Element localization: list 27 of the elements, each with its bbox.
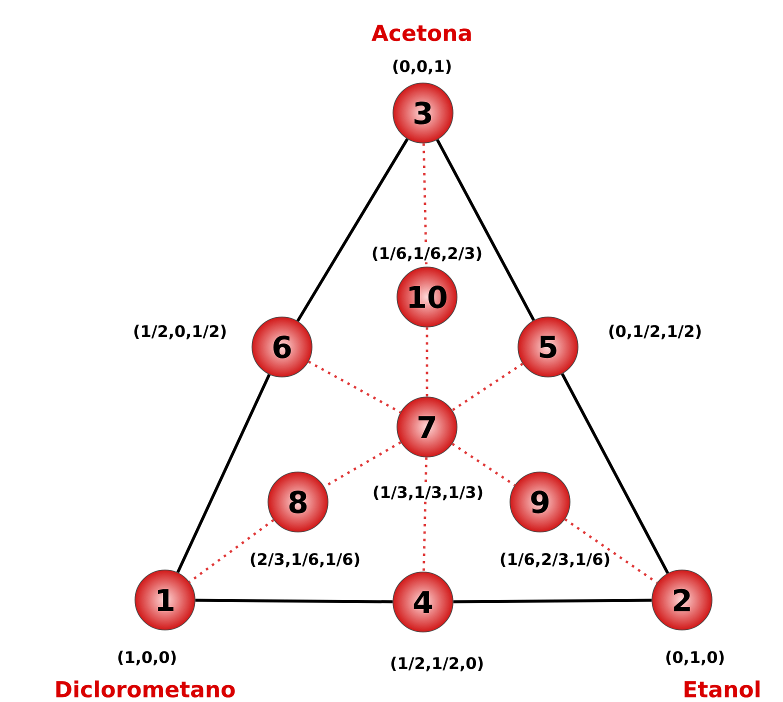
coordinate-label: (1/6,1/6,2/3) [370, 246, 484, 262]
dotted-line [452, 442, 516, 486]
coordinate-label: (2/3,1/6,1/6) [248, 552, 362, 568]
triangle-side [453, 598, 652, 604]
component-label: Diclorometano [56, 680, 235, 698]
component-label: Acetona [372, 24, 471, 42]
dotted-line [422, 457, 428, 572]
coordinate-label: (0,0,1) [390, 58, 454, 76]
coordinate-label: (1/2,0,1/2) [132, 324, 228, 340]
triangle-side [176, 374, 271, 574]
coordinate-label: (0,1,0) [664, 650, 726, 666]
triangle-side [436, 139, 535, 321]
triangle-side [560, 373, 670, 574]
coordinate-label: (1/3,1/3,1/3) [371, 484, 485, 502]
coordinate-label: (0,1/2,1/2) [606, 324, 704, 340]
dotted-line [426, 327, 428, 397]
dotted-line [422, 143, 428, 267]
coordinate-label: (1/6,2/3,1/6) [498, 552, 612, 568]
dotted-line [564, 518, 658, 584]
coordinate-label: (1,0,0) [116, 650, 178, 666]
triangle-side [296, 138, 409, 322]
triangle-side [195, 598, 393, 604]
coordinate-label: (1/2,1/2,0) [388, 656, 486, 672]
component-label: Etanol [684, 680, 760, 698]
dotted-line [452, 362, 524, 412]
dotted-line [188, 519, 274, 583]
dotted-line [308, 360, 401, 414]
